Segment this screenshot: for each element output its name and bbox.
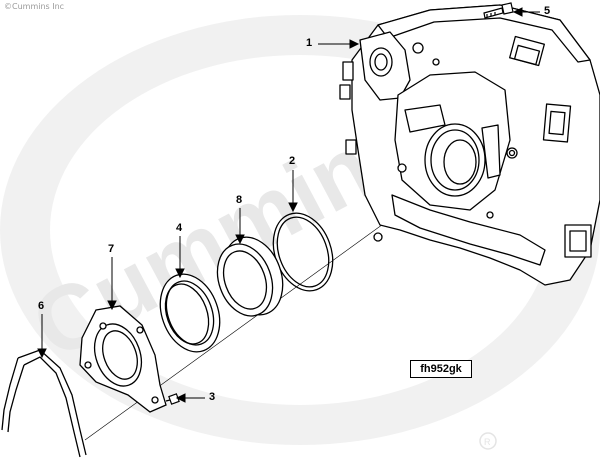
gasket-6 (1, 349, 87, 458)
seal-carrier-7 (79, 305, 167, 413)
callout-5: 5 (544, 5, 551, 17)
callout-7: 7 (108, 243, 115, 255)
figure-id-label: fh952gk (410, 360, 472, 378)
ring-4 (159, 273, 221, 353)
callout-4: 4 (176, 222, 183, 234)
copyright-notice: ©Cummins Inc (4, 2, 65, 11)
leader-lines (37, 7, 540, 403)
callout-1: 1 (306, 37, 313, 49)
flywheel-housing (339, 4, 600, 286)
callout-8: 8 (236, 194, 243, 206)
wear-sleeve-8 (216, 236, 284, 317)
callout-3: 3 (209, 391, 216, 403)
callout-2: 2 (289, 155, 296, 167)
svg-text:R: R (484, 437, 491, 447)
callout-6: 6 (38, 300, 45, 312)
